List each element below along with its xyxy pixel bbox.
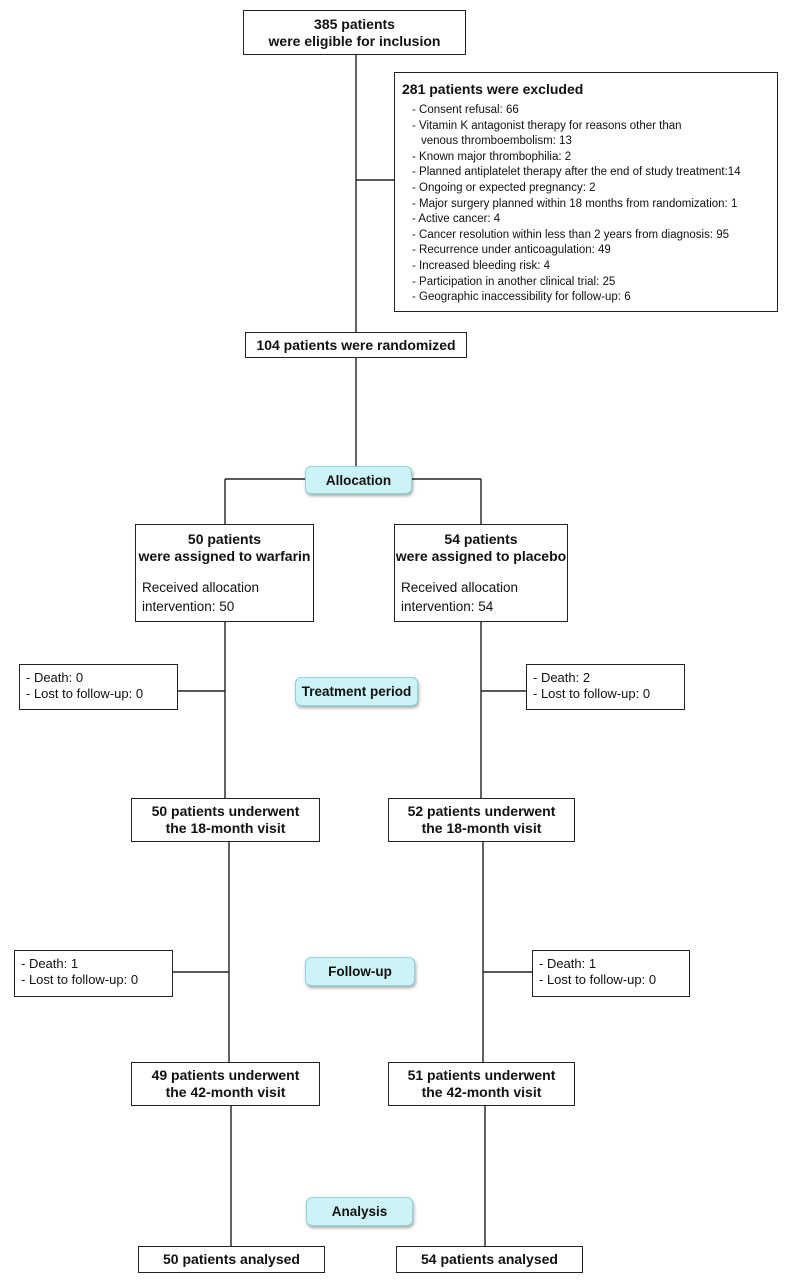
excluded-title: 281 patients were excluded: [402, 81, 584, 97]
warfarin-treatment-death: - Death: 0: [26, 670, 84, 685]
placebo-treatment-loss-box: - Death: 2 - Lost to follow-up: 0: [526, 664, 685, 710]
warfarin-analysed-box: 50 patients analysed: [138, 1246, 325, 1273]
placebo-visit42-count: 51 patients underwent: [407, 1067, 556, 1083]
exclusion-reason: - Major surgery planned within 18 months…: [412, 197, 738, 210]
exclusion-reason-continued: venous thromboembolism: 13: [421, 135, 572, 148]
placebo-assigned-label: were assigned to placebo: [395, 548, 567, 564]
warfarin-assigned-count: 50 patients: [187, 531, 262, 547]
warfarin-followup-loss-box: - Death: 1 - Lost to follow-up: 0: [14, 950, 173, 997]
exclusion-reason: - Ongoing or expected pregnancy: 2: [412, 181, 596, 194]
eligible-count: 385 patients: [314, 15, 395, 32]
warfarin-visit18-label: the 18-month visit: [165, 820, 286, 836]
warfarin-visit42-label: the 42-month visit: [165, 1084, 286, 1100]
exclusion-reason: - Geographic inaccessibility for follow-…: [412, 291, 631, 304]
placebo-treatment-death: - Death: 2: [533, 670, 591, 685]
exclusion-reason: - Recurrence under anticoagulation: 49: [412, 244, 611, 257]
eligible-label: were eligible for inclusion: [268, 32, 441, 49]
warfarin-treatment-loss-box: - Death: 0 - Lost to follow-up: 0: [19, 664, 178, 710]
exclusion-reason: - Participation in another clinical tria…: [412, 275, 616, 288]
warfarin-visit42-count: 49 patients underwent: [151, 1067, 300, 1083]
stage-allocation: Allocation: [305, 466, 412, 494]
placebo-followup-loss-box: - Death: 1 - Lost to follow-up: 0: [532, 950, 690, 997]
stage-follow-up: Follow-up: [305, 957, 415, 986]
warfarin-42-month-visit-box: 49 patients underwent the 42-month visit: [131, 1062, 320, 1106]
warfarin-treatment-lost: - Lost to follow-up: 0: [26, 686, 144, 701]
warfarin-received-allocation: Received allocation intervention: 50: [142, 580, 260, 614]
stage-analysis: Analysis: [306, 1197, 413, 1226]
warfarin-arm-box: 50 patients were assigned to warfarin Re…: [135, 524, 314, 622]
placebo-42-month-visit-box: 51 patients underwent the 42-month visit: [388, 1062, 575, 1106]
exclusion-reason: - Consent refusal: 66: [412, 104, 519, 116]
exclusion-reason: - Vitamin K antagonist therapy for reaso…: [412, 119, 682, 132]
placebo-visit42-label: the 42-month visit: [421, 1084, 542, 1100]
placebo-arm-box: 54 patients were assigned to placebo Rec…: [394, 524, 568, 622]
exclusion-reasons-list: - Consent refusal: 66 - Vitamin K antago…: [395, 103, 777, 306]
warfarin-visit18-count: 50 patients underwent: [151, 803, 300, 819]
placebo-followup-lost: - Lost to follow-up: 0: [539, 972, 657, 987]
placebo-assigned-count: 54 patients: [444, 531, 518, 547]
warfarin-18-month-visit-box: 50 patients underwent the 18-month visit: [131, 798, 320, 842]
placebo-received-allocation: Received allocation intervention: 54: [401, 580, 519, 614]
stage-treatment-period: Treatment period: [295, 677, 418, 706]
excluded-box: 281 patients were excluded - Consent ref…: [394, 72, 778, 312]
placebo-visit18-label: the 18-month visit: [421, 820, 542, 836]
exclusion-reason: - Cancer resolution within less than 2 y…: [412, 228, 730, 241]
exclusion-reason: - Active cancer: 4: [412, 213, 501, 226]
placebo-followup-death: - Death: 1: [539, 956, 597, 971]
placebo-treatment-lost: - Lost to follow-up: 0: [533, 686, 651, 701]
exclusion-reason: - Planned antiplatelet therapy after the…: [412, 166, 741, 179]
randomized-box: 104 patients were randomized: [245, 332, 467, 358]
warfarin-followup-death: - Death: 1: [21, 956, 79, 971]
warfarin-assigned-label: were assigned to warfarin: [138, 548, 311, 564]
exclusion-reason: - Known major thrombophilia: 2: [412, 150, 572, 163]
exclusion-reason: - Increased bleeding risk: 4: [412, 259, 551, 272]
placebo-visit18-count: 52 patients underwent: [407, 803, 556, 819]
placebo-analysed-box: 54 patients analysed: [396, 1246, 583, 1273]
eligible-box: 385 patients were eligible for inclusion: [243, 10, 466, 55]
warfarin-followup-lost: - Lost to follow-up: 0: [21, 972, 139, 987]
placebo-18-month-visit-box: 52 patients underwent the 18-month visit: [388, 798, 575, 842]
